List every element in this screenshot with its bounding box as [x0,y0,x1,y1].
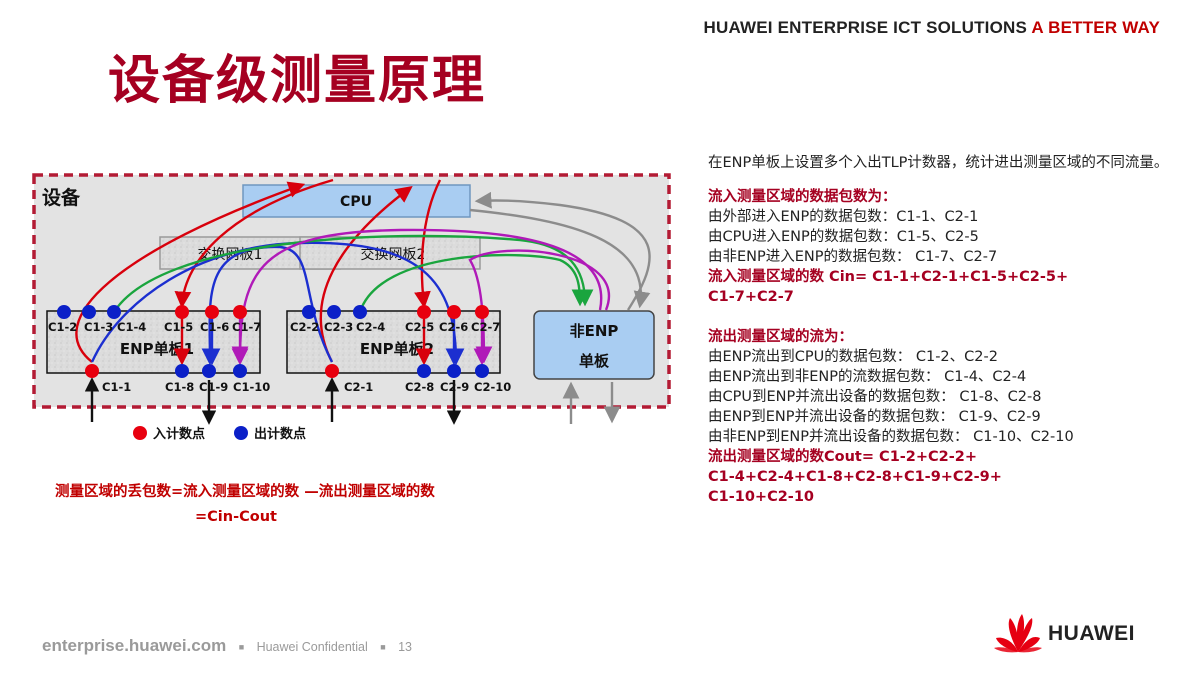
outbound-line: 由ENP到ENP并流出设备的数据包数： C1-9、C2-9 [708,409,1041,425]
counter-point-c1-8 [175,364,189,378]
cin-formula-line2: C1-7+C2-7 [708,289,794,305]
legend-in-label: 入计数点 [153,426,205,442]
legend-in-dot [133,426,147,440]
page-title: 设备级测量原理 [108,51,487,111]
non-enp-label-line2: 单板 [579,352,610,370]
footer-separator: ■ [238,641,245,652]
counter-point-c1-2 [57,305,71,319]
cpu-label: CPU [340,194,372,210]
arrow-c2-2-to-cpu [319,185,413,363]
header-tagline: HUAWEI ENTERPRISE ICT SOLUTIONS A BETTER… [703,18,1160,38]
counter-point-c2-5 [417,305,431,319]
counter-point-c2-9 [447,364,461,378]
counter-label-c2-2: C2-2 [290,320,319,334]
counter-label-c1-4: C1-4 [117,320,146,334]
counter-point-c2-7 [475,305,489,319]
counter-label-c2-3: C2-3 [324,320,353,334]
counter-label-c2-9: C2-9 [440,380,469,394]
counter-point-c1-6 [205,305,219,319]
cin-formula-line1: 流入测量区域的数 Cin= C1-1+C2-1+C1-5+C2-5+ [708,269,1069,285]
counter-point-c1-10 [233,364,247,378]
inbound-line: 由CPU进入ENP的数据包数：C1-5、C2-5 [708,229,979,245]
page-number: 13 [398,640,413,654]
counter-point-c1-7 [233,305,247,319]
counter-label-c1-8: C1-8 [165,380,194,394]
cout-formula-line2: C1-4+C2-4+C1-8+C2-8+C1-9+C2-9+ [708,469,1002,485]
arrow-non-enp-to-c1-7 [231,228,603,364]
legend: 入计数点 出计数点 [133,426,306,442]
counter-point-c2-8 [417,364,431,378]
enp2-top-points [302,305,489,319]
counter-label-c2-4: C2-4 [356,320,385,334]
arrow-c1-4-to-non-enp [112,234,594,313]
loss-formula-result: =Cin-Cout [195,509,277,525]
counter-point-c1-3 [82,305,96,319]
counter-label-c1-6: C1-6 [200,320,229,334]
outbound-heading: 流出测量区域的流为： [708,329,853,345]
non-enp-board [533,310,655,380]
flow-arrows [75,178,651,424]
counter-label-c1-10: C1-10 [233,380,270,394]
counter-point-c2-1 [325,364,339,378]
arrow-cpu-to-c2-5 [414,179,442,309]
counter-label-c1-2: C1-2 [48,320,77,334]
non-enp-label-line1: 非ENP [570,322,619,340]
outbound-line: 由非ENP到ENP并流出设备的数据包数： C1-10、C2-10 [708,429,1074,445]
enp2-bottom-points [325,364,489,378]
footer-site: enterprise.huawei.com [42,636,227,655]
enp1-top-points [57,305,247,319]
enp1-bottom-points [85,364,247,378]
inbound-line: 由非ENP进入ENP的数据包数： C1-7、C2-7 [708,249,998,265]
measurement-diagram: 设备 CPU 交换网板1 交换网板2 ENP单板1 ENP单板2 非ENP 单板 [32,173,671,442]
arrow-non-enp-to-cpu [474,191,651,311]
arrow-c1-2-to-cpu [75,181,306,363]
enp-board-2-label: ENP单板2 [360,340,434,358]
outbound-line: 由CPU到ENP并流出设备的数据包数： C1-8、C2-8 [708,389,1042,405]
legend-out-dot [234,426,248,440]
footer-separator: ■ [380,641,386,652]
outbound-line: 由ENP流出到CPU的数据包数： C1-2、C2-2 [708,349,998,365]
counter-point-c1-5 [175,305,189,319]
counter-point-c2-4 [353,305,367,319]
counter-label-c1-1: C1-1 [102,380,131,394]
intro-text: 在ENP单板上设置多个入出TLP计数器，统计进出测量区域的不同流量。 [708,155,1169,171]
inbound-heading: 流入测量区域的数据包数为： [708,189,897,205]
inbound-line: 由外部进入ENP的数据包数：C1-1、C2-1 [708,209,979,225]
counter-label-c2-7: C2-7 [471,320,500,334]
counter-point-c1-9 [202,364,216,378]
counter-label-c1-7: C1-7 [232,320,261,334]
outbound-line: 由ENP流出到非ENP的流数据包数： C1-4、C2-4 [708,369,1027,385]
explanation-panel: 在ENP单板上设置多个入出TLP计数器，统计进出测量区域的不同流量。 流入测量区… [708,153,1178,507]
legend-out-label: 出计数点 [254,426,306,442]
counter-point-c2-6 [447,305,461,319]
counter-label-c2-1: C2-1 [344,380,373,394]
huawei-logo-text: HUAWEI [1048,622,1135,645]
footer: enterprise.huawei.com ■ Huawei Confident… [42,636,412,656]
cout-formula-line1: 流出测量区域的数Cout= C1-2+C2-2+ [708,449,978,465]
counter-label-c2-5: C2-5 [405,320,434,334]
counter-label-c1-9: C1-9 [199,380,228,394]
counter-label-c2-6: C2-6 [439,320,468,334]
loss-formula: 测量区域的丢包数=流入测量区域的数 —流出测量区域的数 [55,484,435,500]
footer-confidential: Huawei Confidential [256,640,368,654]
device-label: 设备 [42,186,81,209]
arrow-c2-4-to-non-enp [358,253,589,313]
tagline-accent: A BETTER WAY [1031,18,1160,37]
external-arrows [84,377,462,425]
counter-point-c2-3 [327,305,341,319]
counter-label-c1-5: C1-5 [164,320,193,334]
counter-point-c2-10 [475,364,489,378]
counter-label-c1-3: C1-3 [84,320,113,334]
cout-formula-line3: C1-10+C2-10 [708,489,815,505]
counter-label-c2-10: C2-10 [474,380,511,394]
counter-point-c2-2 [302,305,316,319]
counter-label-c2-8: C2-8 [405,380,434,394]
arrow-cpu-to-non-enp [469,208,651,309]
huawei-logo-icon [994,614,1042,653]
enp-board-1 [46,310,261,374]
counter-point-c1-4 [107,305,121,319]
counter-point-c1-1 [85,364,99,378]
tagline-main: HUAWEI ENTERPRISE ICT SOLUTIONS [703,18,1028,37]
counter-labels: C1-2 C1-3 C1-4 C1-5 C1-6 C1-7 C1-1 C1-8 … [48,320,511,394]
